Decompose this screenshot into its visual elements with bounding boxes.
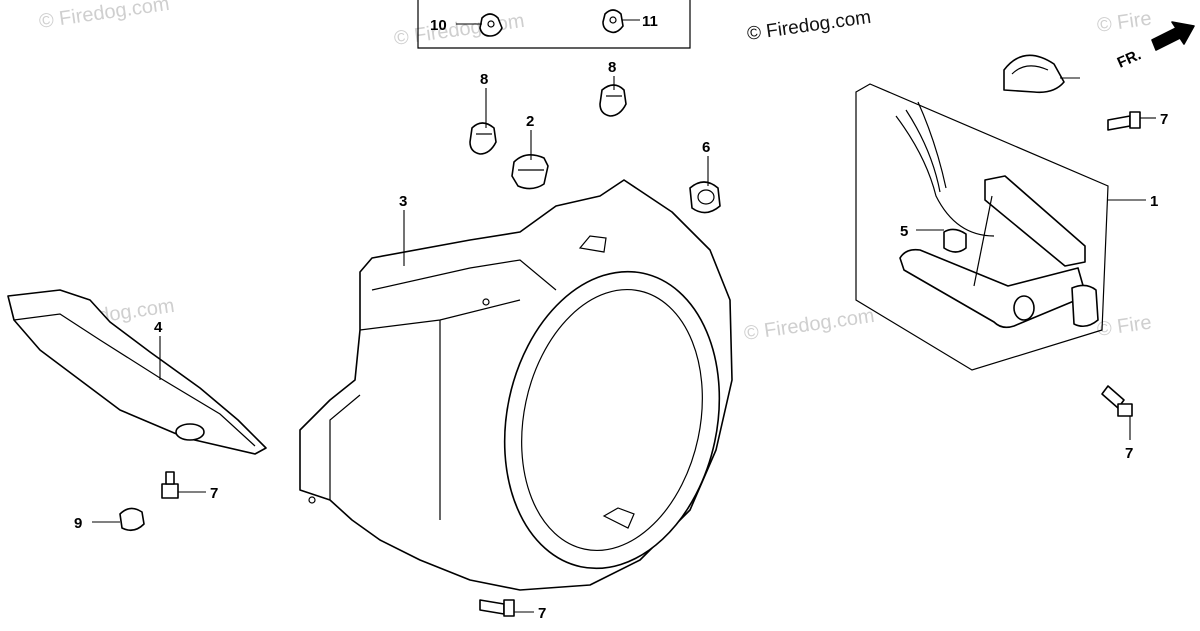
front-direction-label: FR. [1115, 46, 1144, 71]
bolt-7-right [1101, 385, 1133, 417]
air-guide-4 [7, 289, 267, 455]
callout-8-right: 8 [608, 59, 616, 76]
watermark-top-right: © Fire [1096, 8, 1153, 37]
callout-1: 1 [1150, 193, 1158, 210]
fan-cover-3 [299, 179, 733, 591]
callout-10-left: 10 [430, 17, 447, 34]
bolt-7-left [161, 471, 179, 499]
watermark-main: © Firedog.com [746, 7, 873, 45]
callout-8-left: 8 [480, 71, 488, 88]
callout-9: 9 [74, 515, 82, 532]
callout-7-bottom: 7 [538, 605, 546, 622]
clip-5 [943, 228, 967, 253]
watermark-top-mid: © Firedog.com [393, 10, 526, 50]
callout-5: 5 [900, 223, 908, 240]
switch-assembly-1 [895, 101, 1099, 329]
clip-11 [1003, 54, 1065, 94]
callout-7-top-right: 7 [1160, 111, 1168, 128]
callout-3: 3 [399, 193, 407, 210]
clip-10-left [479, 13, 503, 37]
watermark-right-mid: © Firedog.com [743, 305, 876, 345]
clip-2 [511, 154, 549, 190]
clip-8-right [599, 84, 627, 117]
callout-10-right: 11 [642, 13, 658, 30]
assembly-1-box [855, 83, 1109, 371]
clip-10-right [602, 9, 624, 34]
callout-7-left: 7 [210, 485, 218, 502]
watermark-top-left: © Firedog.com [38, 0, 171, 33]
clip-9 [119, 507, 145, 532]
bolt-7-bottom [479, 599, 515, 617]
bolt-7-top-right [1107, 111, 1141, 131]
callout-2: 2 [526, 113, 534, 130]
grommet-6 [689, 181, 721, 214]
clip-8-left [469, 122, 497, 155]
callout-4: 4 [154, 319, 163, 336]
parts-10-bracket [417, 0, 691, 49]
callout-6: 6 [702, 139, 710, 156]
watermark-right: © Fire [1096, 312, 1153, 341]
callout-7-right: 7 [1125, 445, 1133, 462]
